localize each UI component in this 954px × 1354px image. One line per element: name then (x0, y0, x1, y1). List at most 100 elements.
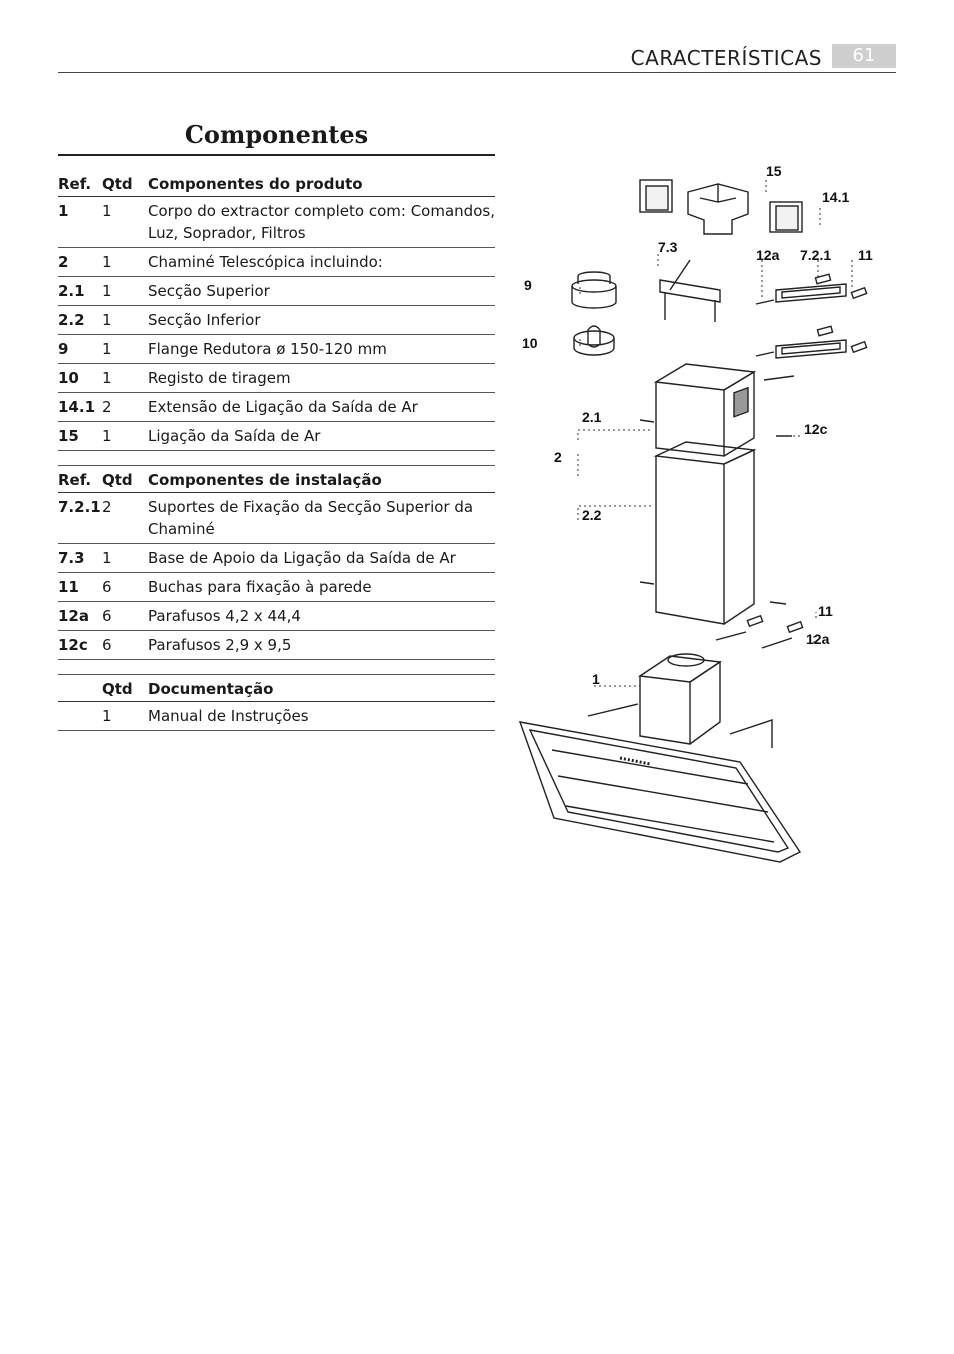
row-ref: 12a (58, 601, 102, 631)
row-qtd: 1 (102, 363, 148, 393)
row-ref: 2.1 (58, 276, 102, 306)
page-header: CARACTERÍSTICAS 61 (58, 40, 896, 73)
row-desc: Parafusos 2,9 x 9,5 (148, 630, 495, 660)
title-divider (58, 154, 495, 156)
row-ref: 7.3 (58, 543, 102, 573)
row-desc: Secção Inferior (148, 305, 495, 335)
reducer-flange-drawing (571, 271, 617, 309)
row-ref: 2 (58, 247, 102, 277)
row-qtd: 6 (102, 572, 148, 602)
row-desc: Extensão de Ligação da Saída de Ar (148, 392, 495, 422)
row-desc: Base de Apoio da Ligação da Saída de Ar (148, 543, 495, 573)
row-desc: Registo de tiragem (148, 363, 495, 393)
air-outlet-base-drawing (659, 259, 721, 322)
diagram-label-11-bottom: 11 (818, 603, 833, 619)
table-header-row: Qtd Documentação (58, 675, 495, 702)
row-desc: Parafusos 4,2 x 44,4 (148, 601, 495, 631)
row-desc: Flange Redutora ø 150-120 mm (148, 334, 495, 364)
diagram-label-12a-bottom: 12a (806, 631, 830, 647)
row-ref: 15 (58, 421, 102, 451)
col-qtd: Qtd (102, 466, 148, 493)
diagram-label-9: 9 (524, 277, 532, 293)
row-qtd: 1 (102, 196, 148, 248)
diagram-label-14-1: 14.1 (822, 189, 849, 205)
diagram-label-7-3: 7.3 (658, 239, 678, 255)
diagram-label-12c: 12c (804, 421, 828, 437)
diagram-label-2: 2 (554, 449, 562, 465)
hood-body-drawing (518, 653, 802, 863)
row-qtd: 1 (102, 334, 148, 364)
diagram-label-12a-top: 12a (756, 247, 780, 263)
exploded-view-diagram: 15 14.1 7.3 12a 7.2.1 11 9 10 2.1 12c 2 … (518, 163, 873, 863)
col-qtd: Qtd (102, 170, 148, 197)
diagram-label-10: 10 (522, 335, 538, 351)
row-desc: Buchas para fixação à parede (148, 572, 495, 602)
chimney-bracket-drawing (755, 273, 868, 437)
diagram-label-2-1: 2.1 (582, 409, 602, 425)
damper-drawing (573, 325, 615, 356)
row-ref: 10 (58, 363, 102, 393)
table-header-row: Ref. Qtd Componentes de instalação (58, 466, 495, 493)
diagram-label-2-2: 2.2 (582, 507, 602, 523)
row-qtd: 2 (102, 392, 148, 422)
col-ref: Ref. (58, 466, 102, 493)
row-desc: Manual de Instruções (148, 701, 495, 731)
col-ref: Ref. (58, 170, 102, 197)
row-ref: 1 (58, 196, 102, 248)
diagram-label-7-2-1: 7.2.1 (800, 247, 831, 263)
row-desc: Chaminé Telescópica incluindo: (148, 247, 495, 277)
col-desc: Componentes de instalação (148, 466, 495, 493)
row-ref: 11 (58, 572, 102, 602)
row-qtd: 1 (102, 543, 148, 573)
row-ref: 9 (58, 334, 102, 364)
row-qtd: 2 (102, 492, 148, 544)
section-spacer (58, 451, 495, 466)
row-desc: Suportes de Fixação da Secção Superior d… (148, 492, 495, 544)
page-title: Componentes (184, 120, 369, 149)
row-qtd: 1 (102, 276, 148, 306)
table-header-row: Ref. Qtd Componentes do produto (58, 170, 495, 197)
page-number: 61 (832, 44, 896, 68)
row-qtd: 1 (102, 421, 148, 451)
row-ref: 7.2.1 (58, 492, 102, 544)
row-qtd: 6 (102, 630, 148, 660)
row-ref (58, 701, 102, 731)
row-desc: Corpo do extractor completo com: Comando… (148, 196, 495, 248)
row-qtd: 6 (102, 601, 148, 631)
row-qtd: 1 (102, 305, 148, 335)
section-spacer (58, 660, 495, 675)
installation-components-table: Ref. Qtd Componentes de instalação 7.2.1… (58, 466, 495, 660)
air-outlet-connector-drawing (639, 179, 803, 235)
section-title: CARACTERÍSTICAS (630, 46, 822, 70)
row-desc: Ligação da Saída de Ar (148, 421, 495, 451)
col-ref (58, 675, 102, 702)
upper-chimney-drawing (639, 363, 757, 457)
diagram-label-11-top: 11 (858, 247, 873, 263)
lower-chimney-drawing (639, 441, 804, 649)
row-ref: 2.2 (58, 305, 102, 335)
row-qtd: 1 (102, 247, 148, 277)
diagram-label-1: 1 (592, 671, 600, 687)
row-ref: 14.1 (58, 392, 102, 422)
row-desc: Secção Superior (148, 276, 495, 306)
row-ref: 12c (58, 630, 102, 660)
col-qtd: Qtd (102, 675, 148, 702)
col-desc: Documentação (148, 675, 495, 702)
col-desc: Componentes do produto (148, 170, 495, 197)
